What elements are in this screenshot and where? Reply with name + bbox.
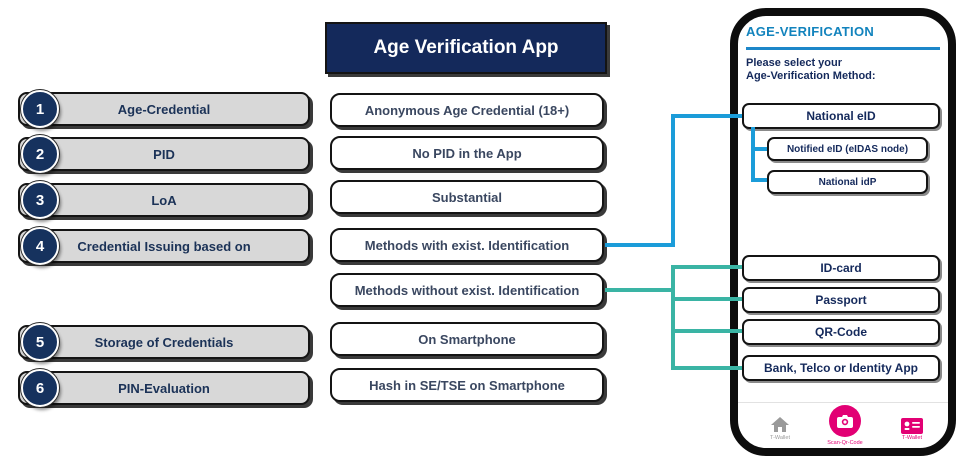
- nav-scan-button[interactable]: [829, 405, 861, 437]
- method-label: QR-Code: [815, 325, 867, 339]
- connector-teal-to-bank-telco: [671, 366, 742, 370]
- nav-wallet-label: T-Wallet: [902, 435, 922, 441]
- method-button-national-idp[interactable]: National idP: [767, 170, 928, 194]
- step-number-1: 1: [21, 90, 59, 128]
- connector-blue-to-national-eid: [675, 114, 742, 118]
- value-label: No PID in the App: [412, 145, 522, 161]
- value-label: On Smartphone: [418, 331, 516, 347]
- instruction-line-1: Please select your: [746, 57, 843, 69]
- connector-blue-horizontal-from-methods-with: [605, 243, 671, 247]
- step-number-3: 3: [21, 181, 59, 219]
- nav-home-label: T-Wallet: [770, 435, 790, 441]
- instruction-line-2: Age-Verification Method:: [746, 70, 876, 82]
- connector-teal-to-id-card: [671, 265, 742, 269]
- value-methods-without-identification: Methods without exist. Identification: [330, 273, 604, 307]
- connector-blue-to-notified-eid: [755, 147, 767, 151]
- attribute-label: Credential Issuing based on: [77, 238, 251, 254]
- method-label: National eID: [806, 109, 876, 123]
- attribute-label: Age-Credential: [117, 101, 211, 117]
- method-label: Bank, Telco or Identity App: [763, 361, 918, 375]
- attribute-label: LoA: [151, 192, 177, 208]
- connector-teal-to-passport: [671, 297, 742, 301]
- connector-teal-horizontal-from-methods-without: [605, 288, 675, 292]
- method-label: Passport: [815, 293, 867, 307]
- camera-icon: [837, 414, 853, 428]
- nav-wallet-button[interactable]: [901, 418, 923, 439]
- connector-blue-bracket-vertical: [751, 127, 755, 182]
- connector-teal-to-qr-code: [671, 329, 742, 333]
- value-no-pid: No PID in the App: [330, 136, 604, 170]
- value-label: Methods with exist. Identification: [364, 237, 570, 253]
- value-on-smartphone: On Smartphone: [330, 322, 604, 356]
- method-button-passport[interactable]: Passport: [742, 287, 940, 313]
- smartphone-mockup: AGE-VERIFICATION Please select your Age-…: [730, 8, 956, 456]
- method-button-bank-telco[interactable]: Bank, Telco or Identity App: [742, 355, 940, 381]
- id-card-icon: [901, 418, 923, 434]
- value-label: Hash in SE/TSE on Smartphone: [369, 377, 565, 393]
- page-title: Age Verification App: [373, 37, 559, 58]
- attribute-pid: PID: [18, 137, 310, 171]
- app-title-banner: Age Verification App: [325, 22, 607, 74]
- title-underline: [746, 47, 940, 50]
- step-number-4: 4: [21, 227, 59, 265]
- attribute-credential-issuing: Credential Issuing based on: [18, 229, 310, 263]
- method-button-qr-code[interactable]: QR-Code: [742, 319, 940, 345]
- method-label: ID-card: [820, 261, 862, 275]
- nav-divider: [738, 402, 948, 403]
- method-label: National idP: [818, 176, 877, 188]
- phone-screen-title: AGE-VERIFICATION: [746, 24, 875, 39]
- value-label: Substantial: [431, 189, 503, 205]
- value-label: Methods without exist. Identification: [354, 282, 580, 298]
- value-methods-with-identification: Methods with exist. Identification: [330, 228, 604, 262]
- value-label: Anonymous Age Credential (18+): [364, 102, 570, 118]
- attribute-age-credential: Age-Credential: [18, 92, 310, 126]
- attribute-pin-evaluation: PIN-Evaluation: [18, 371, 310, 405]
- step-number-6: 6: [21, 369, 59, 407]
- attribute-label: PID: [153, 146, 175, 162]
- step-number-5: 5: [21, 323, 59, 361]
- connector-blue-vertical: [671, 114, 675, 247]
- attribute-label: Storage of Credentials: [94, 334, 234, 350]
- connector-teal-trunk: [671, 265, 675, 370]
- attribute-loa: LoA: [18, 183, 310, 217]
- method-button-national-eid[interactable]: National eID: [742, 103, 940, 129]
- connector-blue-to-national-idp: [755, 178, 767, 182]
- home-icon: [771, 417, 789, 432]
- method-button-notified-eid[interactable]: Notified eID (eIDAS node): [767, 137, 928, 161]
- attribute-label: PIN-Evaluation: [118, 380, 210, 396]
- phone-instructions: Please select your Age-Verification Meth…: [746, 57, 876, 83]
- value-substantial: Substantial: [330, 180, 604, 214]
- value-hash-se-tse: Hash in SE/TSE on Smartphone: [330, 368, 604, 402]
- attribute-storage: Storage of Credentials: [18, 325, 310, 359]
- nav-scan-label: Scan-Qr-Code: [827, 440, 863, 446]
- method-label: Notified eID (eIDAS node): [786, 143, 909, 155]
- nav-home-button[interactable]: [770, 416, 790, 438]
- step-number-2: 2: [21, 135, 59, 173]
- method-button-id-card[interactable]: ID-card: [742, 255, 940, 281]
- value-anonymous-age-credential: Anonymous Age Credential (18+): [330, 93, 604, 127]
